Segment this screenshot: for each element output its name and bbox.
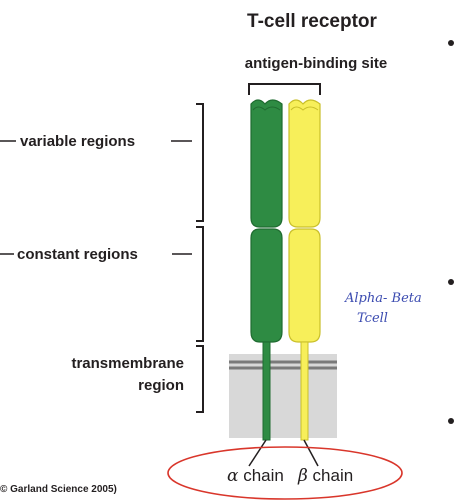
variable-regions-label: variable regions bbox=[20, 133, 135, 150]
constant-regions-label: constant regions bbox=[17, 246, 138, 263]
transmembrane-bracket bbox=[196, 345, 204, 413]
copyright-text: © Garland Science 2005) bbox=[0, 484, 117, 495]
alpha-word: chain bbox=[238, 466, 283, 485]
diagram-title: T-cell receptor bbox=[247, 11, 377, 32]
binding-site-label: antigen-binding site bbox=[245, 55, 388, 72]
constant-label-group: constant regions bbox=[0, 246, 192, 263]
beta-symbol: β bbox=[297, 466, 308, 486]
bullet-dot-icon bbox=[448, 40, 454, 46]
constant-bracket bbox=[196, 226, 204, 342]
bullet-dot-icon bbox=[448, 279, 454, 285]
bullet-dot-icon bbox=[448, 418, 454, 424]
alpha-constant-domain bbox=[250, 228, 283, 343]
beta-variable-top-notch bbox=[290, 106, 319, 111]
annotation-ellipse bbox=[167, 446, 403, 500]
alpha-transmembrane bbox=[262, 341, 271, 441]
beta-constant-domain bbox=[288, 228, 321, 343]
variable-label-group: variable regions bbox=[0, 133, 192, 150]
binding-site-bracket bbox=[248, 83, 321, 95]
handwritten-note-line2: Tcell bbox=[357, 311, 388, 326]
alpha-variable-domain bbox=[250, 99, 283, 228]
transmembrane-label: transmembrane bbox=[71, 355, 184, 372]
handwritten-note-line1: Alpha- Beta bbox=[344, 291, 422, 306]
alpha-chain-label: α chain bbox=[227, 466, 284, 486]
variable-bracket bbox=[196, 103, 204, 222]
beta-word: chain bbox=[308, 466, 353, 485]
beta-leader-line bbox=[303, 439, 319, 467]
alpha-variable-top-notch bbox=[252, 106, 281, 111]
alpha-chain bbox=[250, 99, 283, 441]
beta-chain bbox=[288, 99, 321, 441]
beta-transmembrane bbox=[300, 341, 309, 441]
beta-variable-domain bbox=[288, 99, 321, 228]
alpha-leader-line bbox=[248, 439, 267, 467]
alpha-symbol: α bbox=[227, 466, 239, 486]
beta-chain-label: β chain bbox=[297, 466, 353, 486]
transmembrane-label-line2: region bbox=[138, 377, 184, 394]
